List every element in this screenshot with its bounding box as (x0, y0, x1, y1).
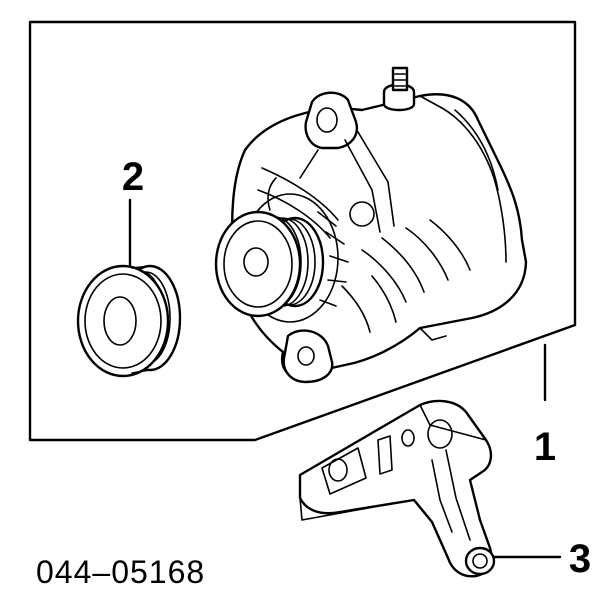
callout-number-alternator: 1 (534, 425, 556, 469)
bracket-part (298, 399, 496, 578)
callout-number-bracket: 3 (569, 537, 591, 581)
diagram-part-number: 044–05168 (36, 554, 205, 590)
pulley-part (76, 264, 182, 378)
assembly-frame (28, 20, 577, 442)
callout-number-pulley: 2 (122, 155, 144, 199)
alternator-part (214, 66, 528, 384)
